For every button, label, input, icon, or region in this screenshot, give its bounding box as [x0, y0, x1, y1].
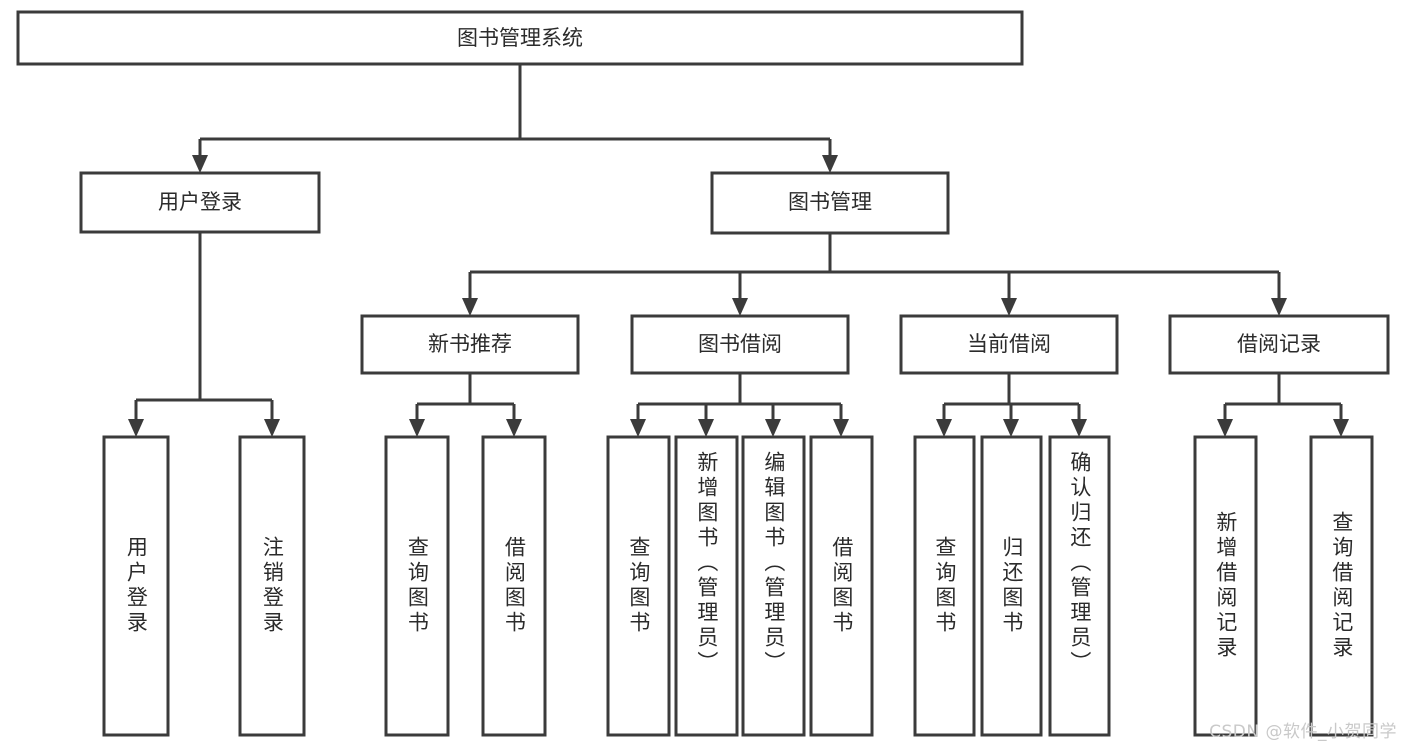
node-record-box[interactable]	[1168, 314, 1390, 375]
node-bookmgmt-label: 图书管理	[788, 190, 872, 214]
arrow-to-bookmgmt	[822, 155, 838, 173]
csdn-watermark: CSDN @软件_小贺同学	[1209, 722, 1397, 742]
node-login-2-box[interactable]	[238, 435, 306, 737]
node-login-1-box[interactable]	[102, 435, 170, 737]
arrow-to-current	[1001, 298, 1017, 316]
node-newbook-1[interactable]	[384, 435, 450, 737]
node-borrow-1[interactable]	[606, 435, 671, 737]
node-current-1[interactable]	[913, 435, 976, 737]
node-borrow-1-box[interactable]	[606, 435, 671, 737]
node-current[interactable]: 当前借阅	[899, 314, 1119, 375]
node-borrow-box[interactable]	[630, 314, 850, 375]
node-borrow-3-box[interactable]	[741, 435, 806, 737]
node-borrow-label: 图书借阅	[698, 332, 782, 356]
node-borrow-4[interactable]	[809, 435, 874, 737]
node-borrow[interactable]: 图书借阅	[630, 314, 850, 375]
arrow-to-record	[1271, 298, 1287, 316]
arrow-to-borrow	[732, 298, 748, 316]
node-newbook-box[interactable]	[360, 314, 580, 375]
arrow-record-1	[1217, 419, 1233, 437]
arrow-record-2	[1333, 419, 1349, 437]
node-borrow-2-box[interactable]	[674, 435, 739, 737]
arrow-login-1	[128, 419, 144, 437]
node-current-2[interactable]	[980, 435, 1043, 737]
node-current-box[interactable]	[899, 314, 1119, 375]
node-record[interactable]: 借阅记录	[1168, 314, 1390, 375]
arrow-borrow-2	[698, 419, 714, 437]
node-login-2[interactable]	[238, 435, 306, 737]
node-root-box[interactable]	[16, 10, 1024, 66]
arrow-login-2	[264, 419, 280, 437]
node-current-label: 当前借阅	[967, 332, 1051, 356]
node-borrow-2[interactable]	[674, 435, 739, 737]
arrow-borrow-3	[765, 419, 781, 437]
node-current-1-box[interactable]	[913, 435, 976, 737]
node-login-box[interactable]	[79, 171, 321, 234]
node-newbook[interactable]: 新书推荐	[360, 314, 580, 375]
arrow-to-login	[192, 155, 208, 173]
node-borrow-4-box[interactable]	[809, 435, 874, 737]
node-newbook-2-box[interactable]	[481, 435, 547, 737]
node-current-3[interactable]	[1048, 435, 1111, 737]
node-record-2-box[interactable]	[1309, 435, 1374, 737]
arrow-newbook-1	[409, 419, 425, 437]
node-newbook-label: 新书推荐	[428, 332, 512, 356]
node-bookmgmt-box[interactable]	[710, 171, 950, 235]
connector-group	[128, 64, 1349, 437]
node-current-3-box[interactable]	[1048, 435, 1111, 737]
node-login[interactable]: 用户登录	[79, 171, 321, 234]
arrow-current-2	[1003, 419, 1019, 437]
node-borrow-3[interactable]	[741, 435, 806, 737]
arrow-borrow-4	[833, 419, 849, 437]
node-root[interactable]: 图书管理系统	[16, 10, 1024, 66]
node-current-2-box[interactable]	[980, 435, 1043, 737]
node-login-label: 用户登录	[158, 190, 242, 214]
arrow-newbook-2	[506, 419, 522, 437]
node-record-label: 借阅记录	[1237, 332, 1321, 356]
node-record-1-box[interactable]	[1193, 435, 1258, 737]
arrow-borrow-1	[630, 419, 646, 437]
arrow-current-3	[1071, 419, 1087, 437]
arrow-to-newbook	[462, 298, 478, 316]
node-newbook-2[interactable]	[481, 435, 547, 737]
node-login-1[interactable]	[102, 435, 170, 737]
node-record-2[interactable]	[1309, 435, 1374, 737]
node-newbook-1-box[interactable]	[384, 435, 450, 737]
node-root-label: 图书管理系统	[457, 26, 583, 50]
arrow-current-1	[936, 419, 952, 437]
node-bookmgmt[interactable]: 图书管理	[710, 171, 950, 235]
node-record-1[interactable]	[1193, 435, 1258, 737]
